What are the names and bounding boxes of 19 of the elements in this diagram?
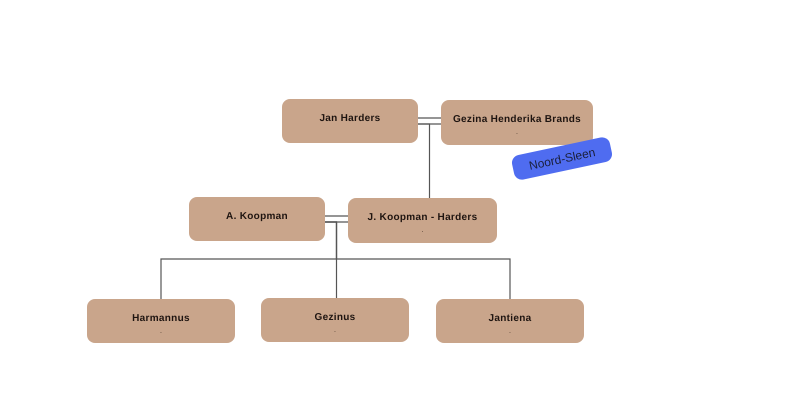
descent-line [418, 123, 430, 198]
marriage-line [417, 117, 442, 125]
person-name: A. Koopman [226, 211, 288, 222]
person-name: Gezinus [314, 312, 356, 323]
place-label: Noord-Sleen [528, 144, 596, 172]
person-name: Jan Harders [319, 113, 381, 124]
person-box [87, 299, 235, 343]
person-box [436, 299, 584, 343]
person-name: Harmannus [132, 313, 190, 324]
person-box [282, 99, 418, 143]
person-box [189, 197, 325, 241]
descent-line [325, 221, 511, 299]
person-name: J. Koopman - Harders [368, 212, 478, 223]
person-name: Gezina Henderika Brands [452, 114, 582, 125]
person-box [441, 100, 593, 145]
person-box [261, 298, 409, 342]
marriage-line [324, 215, 349, 223]
person-name: Jantiena [488, 313, 532, 324]
person-box [348, 198, 497, 243]
